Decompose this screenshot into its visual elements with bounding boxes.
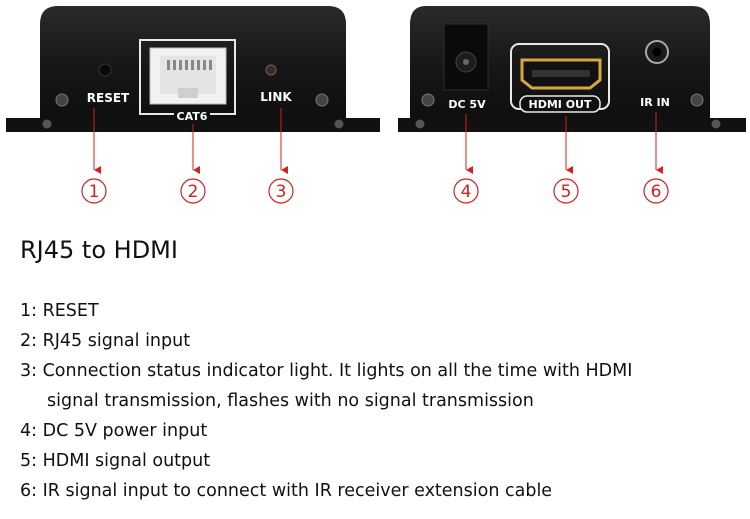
link-label: LINK — [260, 90, 292, 104]
svg-text:6: 6 — [651, 182, 662, 202]
description-list: 1: RESET 2: RJ45 signal input 3: Connect… — [20, 296, 632, 506]
callout-4: 4 — [453, 178, 479, 204]
callout-3: 3 — [268, 178, 294, 204]
svg-text:4: 4 — [461, 182, 472, 202]
reset-button-hole — [98, 63, 112, 77]
callout-5: 5 — [553, 178, 579, 204]
description-item: 3: Connection status indicator light. It… — [20, 361, 633, 381]
hdmi-out-label: HDMI OUT — [529, 98, 592, 111]
screw-icon — [315, 93, 329, 107]
description-item-continuation: signal transmission, flashes with no sig… — [47, 391, 534, 411]
description-item: 6: IR signal input to connect with IR re… — [20, 481, 553, 501]
callout-lines — [93, 108, 663, 174]
reset-label: RESET — [87, 91, 130, 105]
screw-icon — [334, 119, 344, 129]
svg-text:1: 1 — [89, 182, 100, 202]
screw-icon — [415, 119, 425, 129]
dc-jack — [443, 23, 489, 91]
link-led — [265, 64, 277, 76]
svg-text:5: 5 — [561, 182, 572, 202]
callout-6: 6 — [643, 178, 669, 204]
callout-2: 2 — [180, 178, 206, 204]
screw-icon — [711, 119, 721, 129]
right-unit-panel: DC 5V HDMI OUT IR IN — [398, 6, 746, 132]
ir-in-label: IR IN — [640, 96, 670, 109]
screw-icon — [55, 93, 69, 107]
description-item: 4: DC 5V power input — [20, 421, 208, 441]
page-title: RJ45 to HDMI — [20, 236, 178, 264]
description-item: 2: RJ45 signal input — [20, 331, 191, 351]
screw-icon — [690, 93, 704, 107]
screw-icon — [42, 119, 52, 129]
device-diagram: RESET CAT6 LINK DC 5V HDMI OUT I — [6, 6, 746, 204]
callout-1: 1 — [81, 178, 107, 204]
cat6-label: CAT6 — [177, 110, 208, 123]
svg-text:3: 3 — [276, 182, 287, 202]
left-unit-panel: RESET CAT6 LINK — [6, 6, 380, 132]
dc-5v-label: DC 5V — [448, 98, 486, 111]
screw-icon — [421, 93, 435, 107]
callout-markers: 1 2 3 4 5 6 — [81, 178, 669, 204]
description-item: 5: HDMI signal output — [20, 451, 211, 471]
svg-text:2: 2 — [188, 182, 199, 202]
description-item: 1: RESET — [20, 301, 99, 321]
